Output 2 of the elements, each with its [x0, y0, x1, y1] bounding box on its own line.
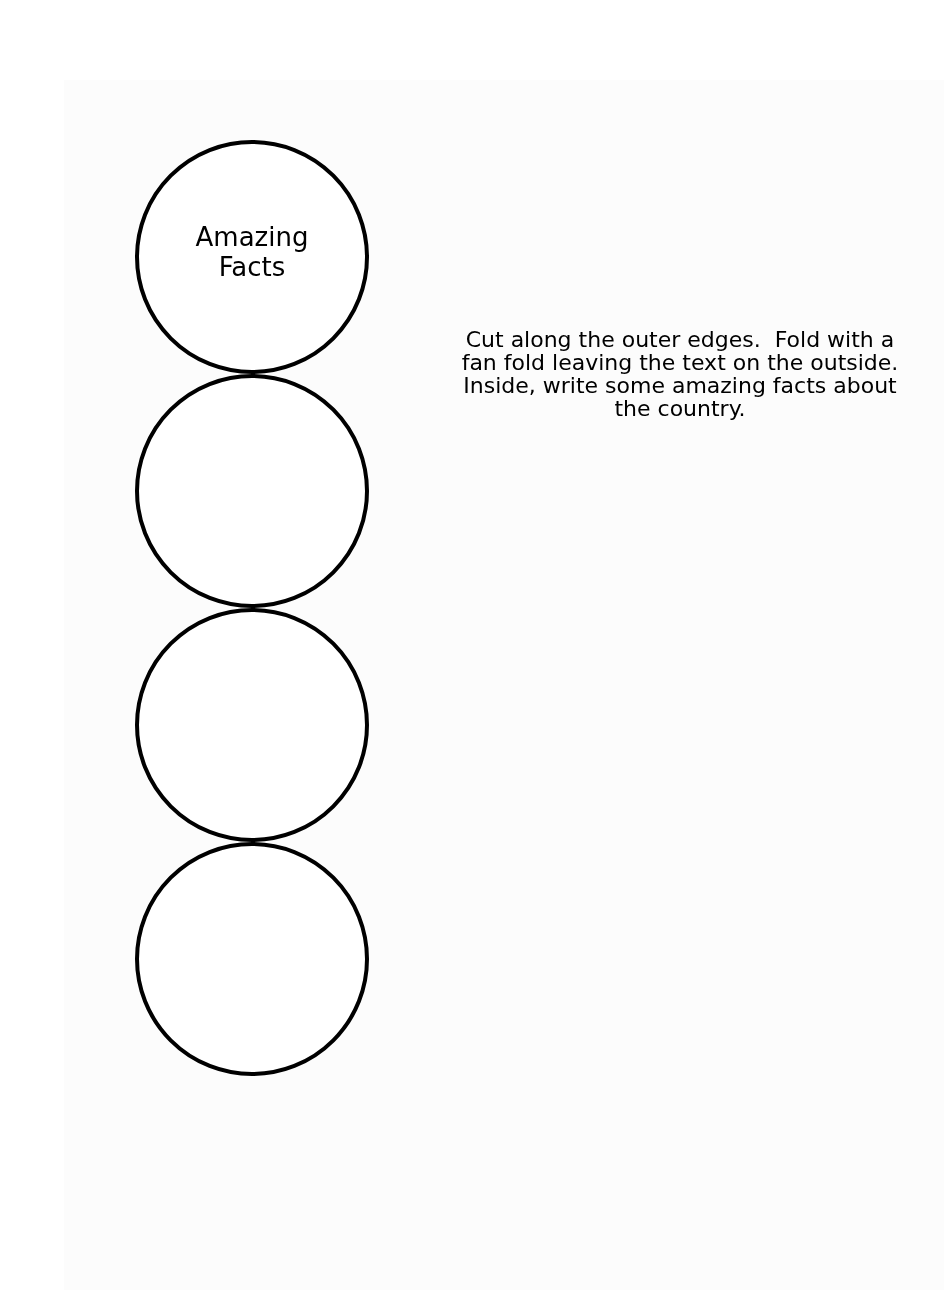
circle-heading: Amazing Facts — [194, 222, 310, 282]
instruction-text: Cut along the outer edges. Fold with a fan fold leaving the text on the outside. Inside, write some amazing facts about the country. — [460, 328, 900, 420]
